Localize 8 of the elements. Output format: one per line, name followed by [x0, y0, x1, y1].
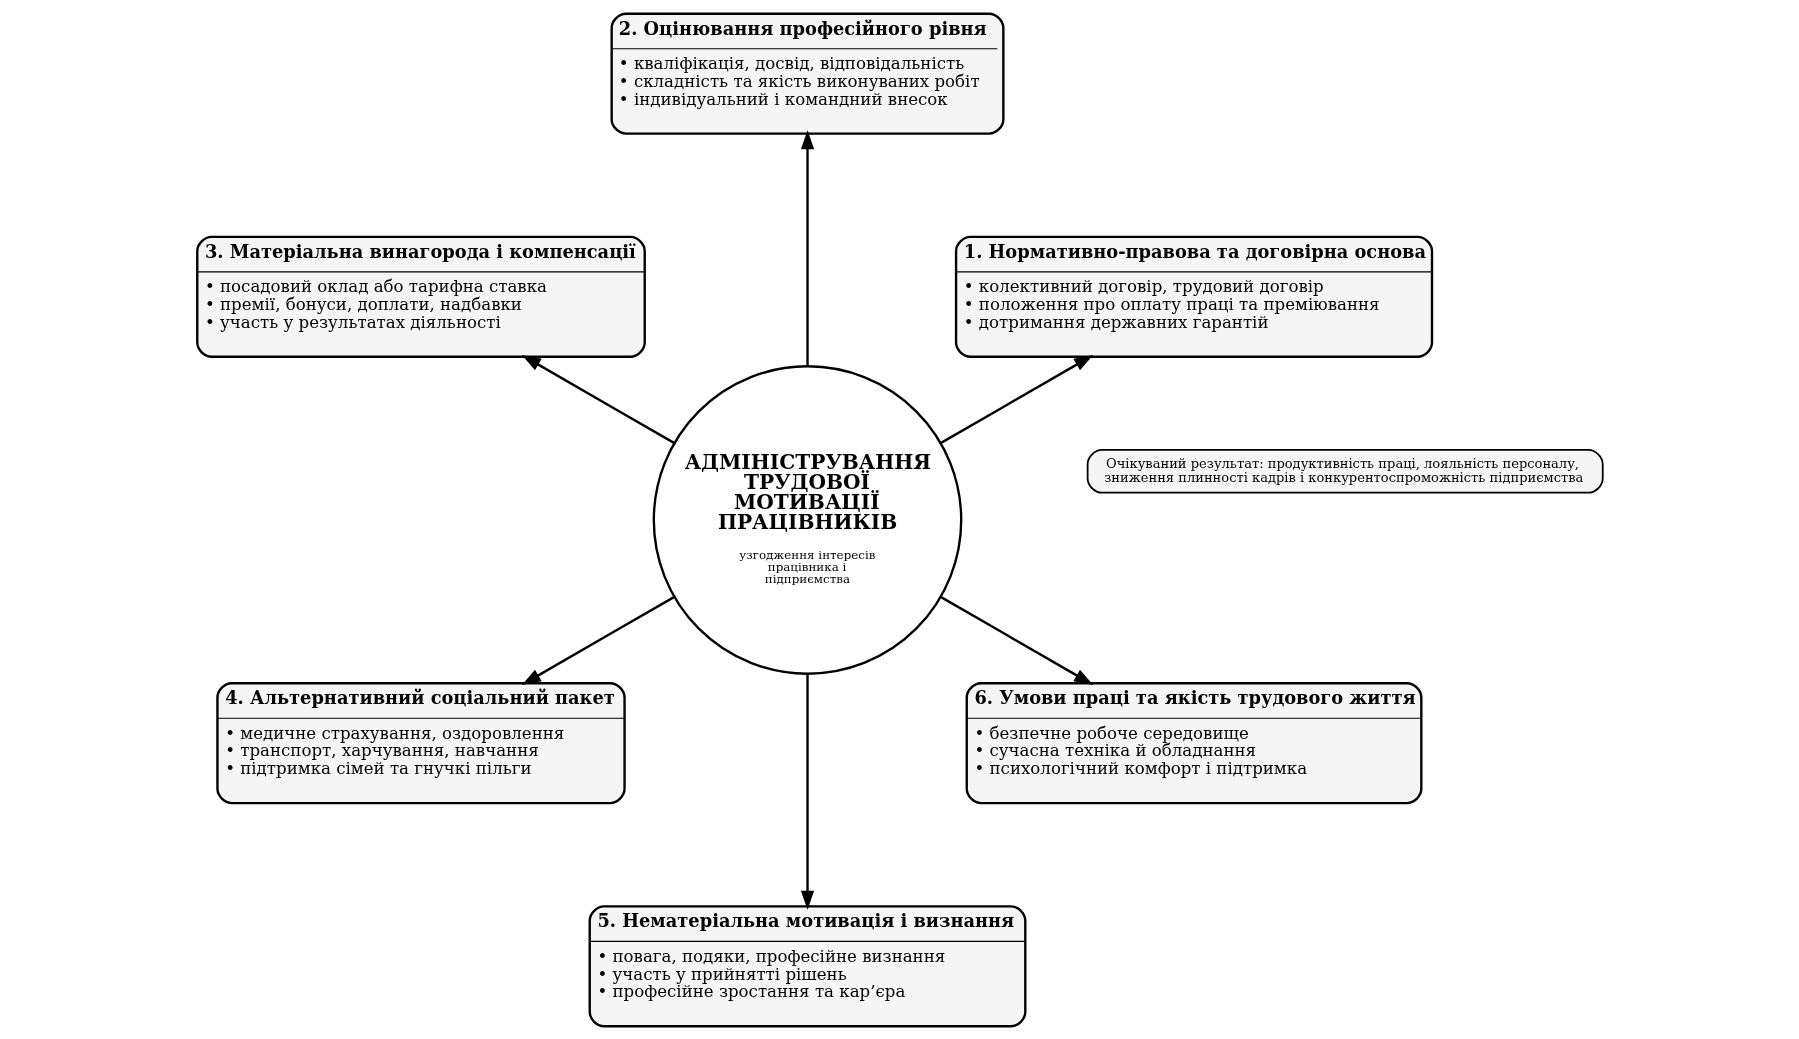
- arrow: [940, 595, 1093, 685]
- arrow: [940, 354, 1093, 444]
- arrow: [800, 129, 814, 366]
- arrow: [521, 595, 675, 685]
- node-circle: АДМІНІСТРУВАННЯ ТРУДОВОЇ МОТИВАЦІЇ ПРАЦІВНИКІВ узгодження інтересів працівника і підприємства: [652, 364, 962, 675]
- arrow: [521, 354, 675, 444]
- node-box: Очікуваний результат: продуктивність праці, лояльність персоналу, зниження плинності кадрів і конкурентоспроможність підприємства: [1086, 448, 1604, 494]
- arrow: [800, 673, 814, 910]
